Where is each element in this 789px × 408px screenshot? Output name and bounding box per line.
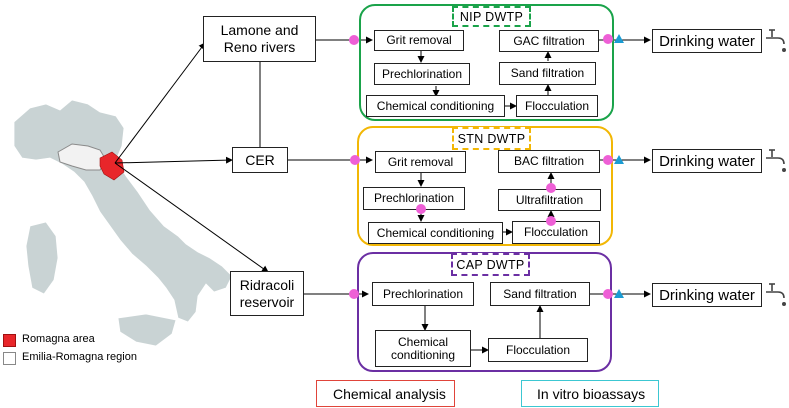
bioassay-marker-nip bbox=[614, 34, 624, 43]
tap-icon-nip bbox=[766, 29, 786, 52]
stn-bac-filtration: BAC filtration bbox=[498, 150, 600, 173]
romagna-label: Romagna area bbox=[22, 333, 95, 345]
plant-nip-frame bbox=[359, 4, 614, 121]
chemical-marker-stn-uf bbox=[546, 183, 556, 193]
chemical-marker-stn-in bbox=[350, 155, 360, 165]
legend-chemical-label: Chemical analysis bbox=[333, 385, 446, 402]
plant-nip-title: NIP DWTP bbox=[452, 6, 531, 27]
chemical-marker-nip-in bbox=[349, 35, 359, 45]
nip-gac-filtration: GAC filtration bbox=[499, 30, 599, 52]
stn-prechlorination: Prechlorination bbox=[363, 187, 465, 210]
source-lamone-label: Lamone and Reno rivers bbox=[220, 22, 299, 55]
chemical-marker-stn-prechlor bbox=[416, 204, 426, 214]
legend-in-vitro-bioassays: In vitro bioassays bbox=[521, 380, 659, 407]
tap-icon-stn bbox=[766, 149, 786, 173]
source-lamone-reno: Lamone and Reno rivers bbox=[203, 16, 316, 62]
plant-cap-title: CAP DWTP bbox=[451, 253, 530, 276]
nip-flocculation: Flocculation bbox=[516, 95, 598, 117]
nip-sand-filtration: Sand filtration bbox=[499, 62, 596, 85]
tap-icon-cap bbox=[766, 283, 786, 306]
source-ridracoli: Ridracoli reservoir bbox=[230, 271, 304, 316]
chemical-marker-nip-out bbox=[603, 34, 613, 44]
chemical-marker-cap-out bbox=[603, 289, 613, 299]
source-cer-label: CER bbox=[245, 151, 275, 168]
cap-chemical-conditioning-label: Chemical conditioning bbox=[390, 334, 456, 362]
emilia-label: Emilia-Romagna region bbox=[22, 351, 137, 363]
cap-sand-filtration: Sand filtration bbox=[490, 282, 590, 306]
nip-grit-removal: Grit removal bbox=[374, 30, 464, 51]
source-cer: CER bbox=[232, 147, 288, 173]
legend-chemical-analysis: Chemical analysis bbox=[316, 380, 455, 407]
sardinia bbox=[25, 221, 59, 295]
cap-chemical-conditioning: Chemical conditioning bbox=[375, 330, 471, 367]
chemical-marker-stn-out bbox=[603, 155, 613, 165]
stn-chemical-conditioning: Chemical conditioning bbox=[368, 222, 503, 244]
emilia-swatch bbox=[3, 352, 16, 365]
chemical-marker-stn-floc bbox=[546, 216, 556, 226]
drinking-water-nip: Drinking water bbox=[652, 29, 762, 53]
legend-bioassay-label: In vitro bioassays bbox=[537, 385, 646, 402]
cap-prechlorination: Prechlorination bbox=[372, 282, 474, 306]
plant-stn-title: STN DWTP bbox=[452, 127, 531, 150]
stn-grit-removal: Grit removal bbox=[375, 151, 466, 173]
sicily bbox=[117, 313, 177, 347]
chemical-marker-cap-in bbox=[349, 289, 359, 299]
nip-chemical-conditioning: Chemical conditioning bbox=[366, 95, 505, 117]
bioassay-marker-stn bbox=[614, 155, 624, 164]
cap-flocculation: Flocculation bbox=[488, 338, 588, 362]
source-ridracoli-label: Ridracoli reservoir bbox=[239, 276, 295, 310]
stn-flocculation: Flocculation bbox=[512, 221, 600, 244]
nip-prechlorination: Prechlorination bbox=[374, 63, 470, 85]
stn-ultrafiltration: Ultrafiltration bbox=[498, 189, 601, 211]
bioassay-marker-cap bbox=[614, 289, 624, 298]
drinking-water-cap: Drinking water bbox=[652, 283, 762, 307]
romagna-swatch bbox=[3, 334, 16, 347]
drinking-water-stn: Drinking water bbox=[652, 149, 762, 173]
